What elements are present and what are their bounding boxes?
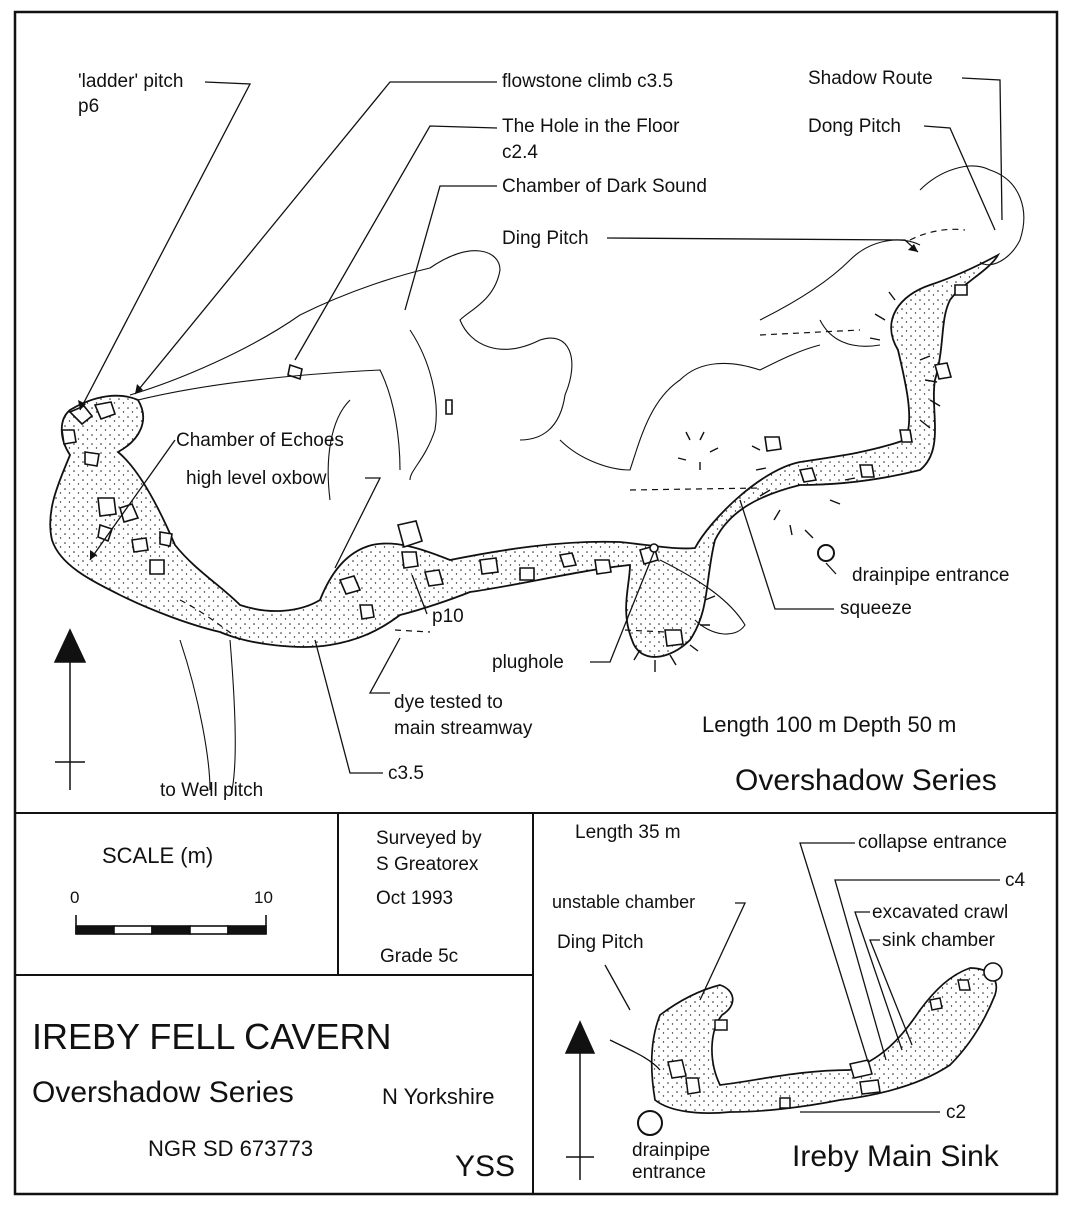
label-ding-pitch: Ding Pitch bbox=[502, 228, 589, 249]
inset-drainpipe-marker bbox=[637, 1110, 663, 1136]
surveyed-by-label: Surveyed by bbox=[376, 828, 482, 849]
inset-label-unstable-chamber: unstable chamber bbox=[552, 892, 696, 912]
cave-name-title: IREBY FELL CAVERN bbox=[32, 1016, 392, 1057]
north-arrow-main bbox=[53, 628, 87, 790]
inset-label-excavated-crawl: excavated crawl bbox=[872, 902, 1009, 923]
title-grid-ref: NGR SD 673773 bbox=[148, 1136, 314, 1161]
main-series-title: Overshadow Series bbox=[735, 764, 997, 797]
label-shadow-route: Shadow Route bbox=[808, 68, 933, 89]
passage-spikes bbox=[633, 291, 941, 672]
surveyor-name: S Greatorex bbox=[376, 854, 479, 875]
inset-label-c2: c2 bbox=[946, 1102, 967, 1123]
scale-min: 0 bbox=[70, 888, 80, 907]
label-to-well-pitch: to Well pitch bbox=[160, 780, 264, 801]
label-high-level-oxbow: high level oxbow bbox=[186, 468, 327, 489]
outer-frame bbox=[13, 10, 1059, 1196]
label-drainpipe-entrance: drainpipe entrance bbox=[852, 565, 1010, 586]
main-boulders bbox=[61, 284, 968, 647]
inset-label-c4: c4 bbox=[1005, 870, 1026, 891]
inset-boulders bbox=[667, 979, 971, 1109]
inset-length: Length 35 m bbox=[575, 822, 681, 843]
upper-level-outlines bbox=[129, 165, 1025, 791]
main-cave-passage bbox=[49, 252, 1001, 658]
label-squeeze: squeeze bbox=[840, 598, 912, 619]
survey-grade: Grade 5c bbox=[380, 946, 459, 967]
scale-bar bbox=[75, 915, 267, 935]
inset-label-drainpipe: drainpipe bbox=[632, 1140, 711, 1161]
inset-label-drainpipe-entrance: entrance bbox=[632, 1162, 706, 1183]
label-hole-in-floor: The Hole in the Floor bbox=[502, 116, 680, 137]
title-series: Overshadow Series bbox=[32, 1076, 294, 1109]
inset-title: Ireby Main Sink bbox=[792, 1140, 999, 1173]
label-ladder-pitch: 'ladder' pitch bbox=[78, 71, 184, 92]
scale-title: SCALE (m) bbox=[102, 843, 214, 868]
label-chamber-dark-sound: Chamber of Dark Sound bbox=[502, 176, 707, 197]
title-club: YSS bbox=[455, 1150, 516, 1183]
inset-label-ding-pitch: Ding Pitch bbox=[557, 932, 644, 953]
label-dye-tested-1: dye tested to bbox=[394, 692, 503, 713]
label-dye-tested-2: main streamway bbox=[394, 718, 533, 739]
label-flowstone-climb: flowstone climb c3.5 bbox=[502, 71, 674, 92]
label-plughole: plughole bbox=[492, 652, 564, 673]
inset-cave-passage bbox=[650, 967, 998, 1114]
label-dong-pitch: Dong Pitch bbox=[808, 116, 901, 137]
title-region: N Yorkshire bbox=[382, 1084, 495, 1109]
drainpipe-entrance-marker bbox=[817, 544, 835, 562]
label-c35-bottom: c3.5 bbox=[388, 763, 424, 784]
label-p10: p10 bbox=[432, 606, 464, 627]
inset-label-sink-chamber: sink chamber bbox=[882, 930, 995, 951]
leader-lines bbox=[79, 77, 1003, 774]
label-length-depth: Length 100 m Depth 50 m bbox=[702, 712, 957, 737]
label-hole-c24: c2.4 bbox=[502, 142, 538, 163]
inset-leaders bbox=[604, 842, 1000, 1113]
label-chamber-echoes: Chamber of Echoes bbox=[176, 430, 344, 451]
survey-date: Oct 1993 bbox=[376, 888, 454, 909]
label-ladder-p6: p6 bbox=[78, 96, 100, 117]
scale-max: 10 bbox=[254, 888, 273, 907]
north-arrow-inset bbox=[564, 1020, 596, 1180]
inset-label-collapse-entrance: collapse entrance bbox=[858, 832, 1007, 853]
